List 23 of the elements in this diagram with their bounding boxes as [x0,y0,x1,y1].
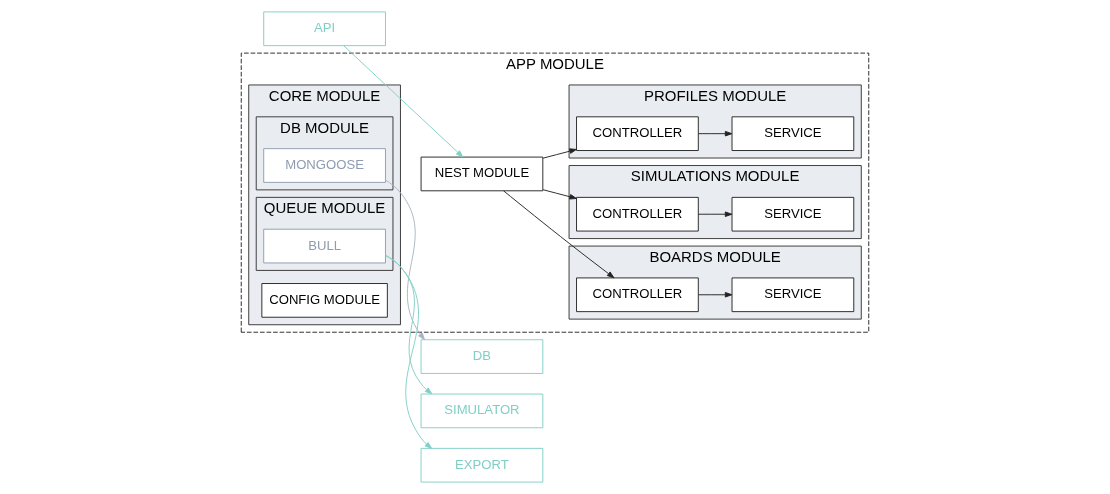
arrow [698,292,733,298]
node-box: CONFIG MODULE [261,283,388,318]
arrow [542,148,577,159]
arrow [503,190,615,279]
arrow [343,45,464,158]
node-box: NEST MODULE [420,156,544,192]
node-box: CONTROLLER [576,277,699,313]
arrow [698,130,733,137]
arrow [385,179,425,341]
node-box: API [263,11,386,47]
node-box: EXPORT [420,447,544,483]
node-box: CONTROLLER [576,196,699,232]
arrow [542,189,577,200]
arrow [698,211,733,217]
node-box: SERVICE [731,116,855,151]
node-box: SERVICE [731,277,855,313]
node-box: MONGOOSE [263,148,386,183]
node-box: SIMULATOR [420,393,544,429]
node-box: BULL [263,228,386,264]
node-box: CONTROLLER [576,116,699,151]
arrow [385,254,433,449]
node-box: DB [420,339,544,374]
node-box: SERVICE [731,196,855,232]
